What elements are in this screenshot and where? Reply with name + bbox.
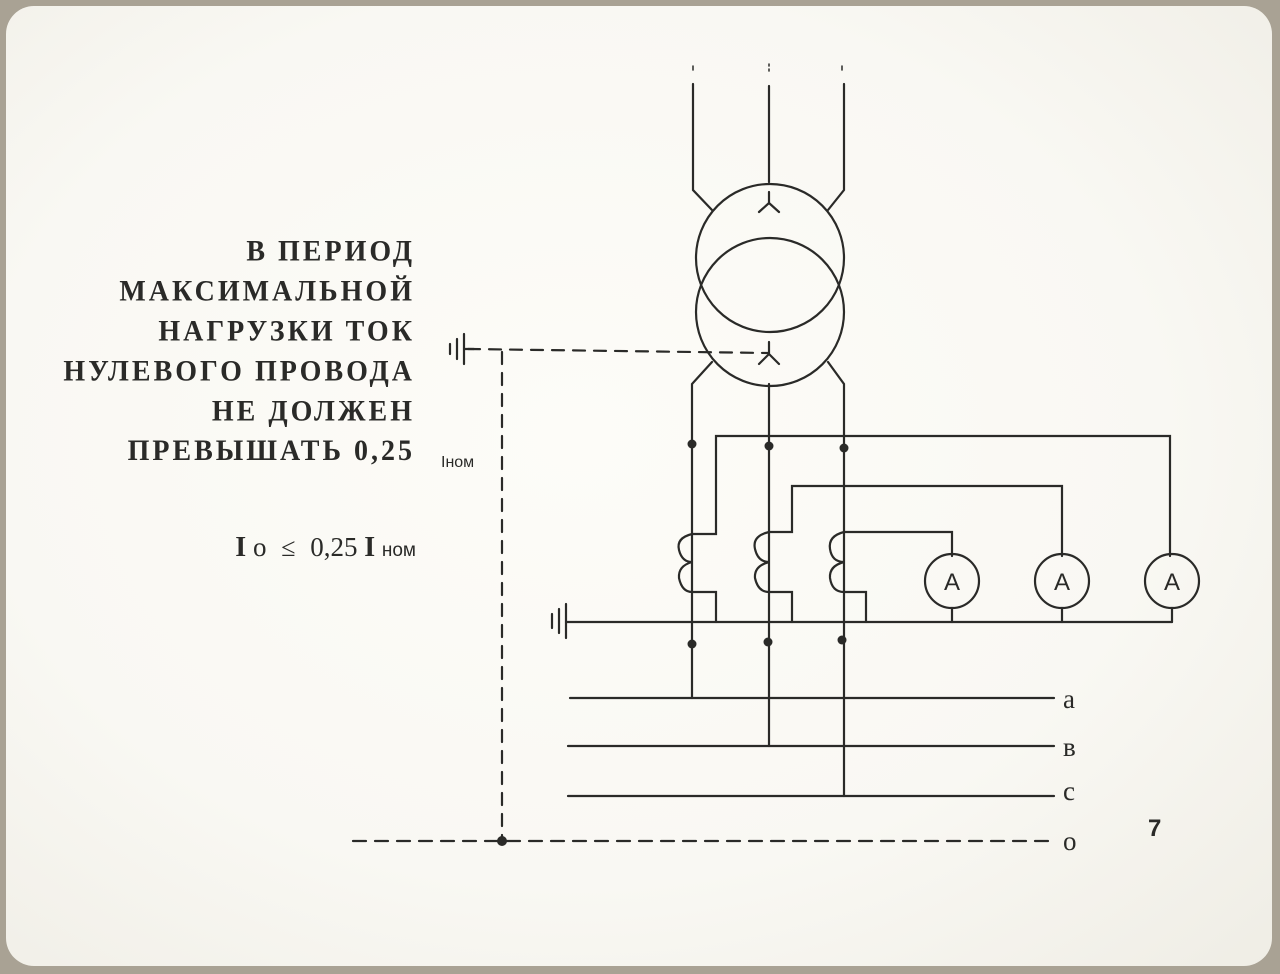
ammeter-1-label: A (944, 569, 960, 596)
formula-rhs-unit: ном (381, 540, 416, 561)
ground-icon (550, 602, 568, 640)
hv-incoming-lines (691, 63, 846, 212)
formula-relation: ≤ (281, 533, 296, 562)
formula-lhs-sub: o (252, 532, 267, 562)
junction-dots (497, 439, 849, 846)
statement-text: В ПЕРИОД МАКСИМАЛЬНОЙ НАГРУЗКИ ТОК НУЛЕВ… (40, 232, 415, 471)
ammeter-3 (1143, 552, 1201, 610)
statement-line-4: НУЛЕВОГО ПРОВОДА (63, 355, 415, 388)
slide-number: 7 (1148, 815, 1161, 842)
ammeter-2 (1033, 552, 1091, 610)
bus-label-neutral: о (1063, 826, 1077, 856)
statement-line-1: В ПЕРИОД (246, 235, 415, 268)
formula-coefficient: 0,25 (310, 532, 358, 562)
bus-label-a: а (1063, 684, 1075, 714)
ammeter-3-label: A (1164, 569, 1180, 596)
current-transformer-c (828, 530, 954, 624)
statement-line-3: НАГРУЗКИ ТОК (158, 315, 415, 348)
secondary-ground-bus (564, 606, 1174, 624)
bus-label-b: в (1063, 732, 1076, 762)
statement-line-2: МАКСИМАЛЬНОЙ (119, 275, 415, 308)
formula-rhs-symbol: I (364, 532, 376, 563)
formula: I o ≤ 0,25 I ном (160, 532, 416, 564)
inom-unit-label: Iном (441, 454, 475, 471)
busbars (351, 696, 1056, 843)
transformer-primary-winding (694, 182, 846, 334)
current-transformer-a (677, 434, 1172, 624)
statement-line-6: ПРЕВЫШАТЬ 0,25 (127, 434, 415, 468)
formula-lhs-symbol: I (235, 532, 247, 563)
bus-label-c: с (1063, 776, 1075, 806)
transformer-symbol (694, 182, 846, 388)
ammeter-2-label: A (1054, 569, 1070, 596)
neutral-ground-connection (466, 347, 770, 843)
current-transformer-b (753, 484, 1064, 624)
lv-outgoing-lines (690, 360, 846, 798)
ammeter-1 (923, 552, 981, 610)
neutral-ground-icon (448, 332, 476, 366)
statement-line-5: НЕ ДОЛЖЕН (211, 395, 415, 428)
